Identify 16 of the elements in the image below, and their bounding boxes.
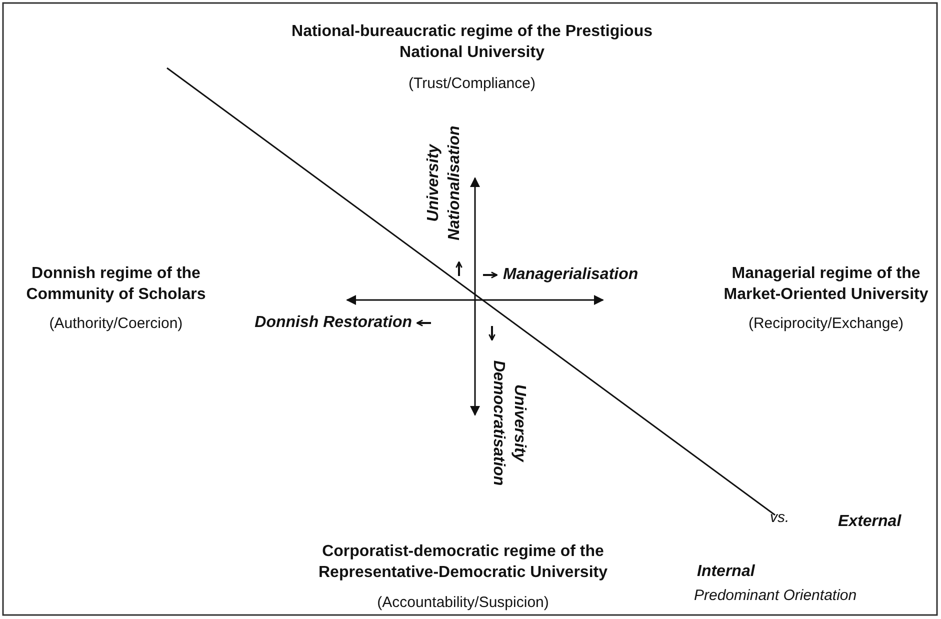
axis-label: Donnish Restoration	[254, 313, 412, 333]
axis-label: University Nationalisation	[424, 124, 464, 242]
regime-heading: Managerial regime of the Market-Oriented University	[722, 264, 930, 305]
regime-heading: Donnish regime of the Community of Scholars	[25, 264, 207, 305]
axis-label: University Democratisation	[489, 359, 529, 488]
regime-subtitle: (Trust/Compliance)	[408, 74, 536, 94]
regime-subtitle: (Authority/Coercion)	[48, 314, 184, 334]
regime-heading: Corporatist-democratic regime of the Representative-Democratic University	[317, 542, 608, 583]
regime-heading: National-bureaucratic regime of the Prestigious National University	[290, 22, 654, 63]
axis-label: Internal	[697, 562, 755, 582]
orientation-label: vs.	[770, 508, 790, 528]
regime-subtitle: (Accountability/Suspicion)	[376, 593, 550, 612]
regime-subtitle: (Reciprocity/Exchange)	[747, 314, 905, 334]
axis-label: External	[838, 512, 902, 532]
orientation-label: Predominant Orientation	[694, 586, 857, 606]
axis-label: Managerialisation	[503, 265, 638, 285]
